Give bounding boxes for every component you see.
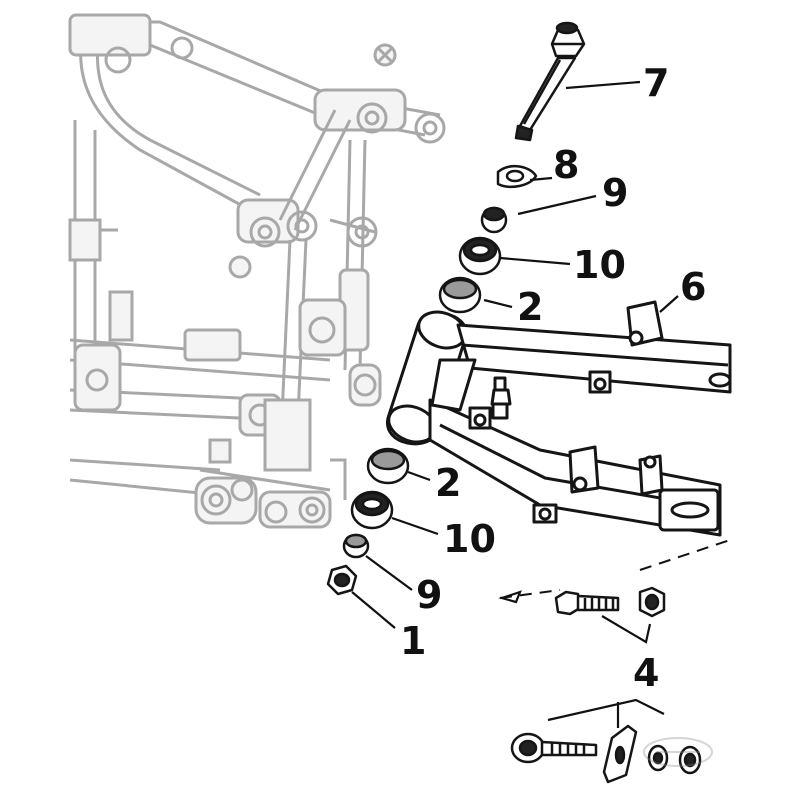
zodiac-logo-watermark-icon: [643, 737, 713, 767]
spacer-bushing-top: [480, 206, 508, 234]
mounting-hardware-set: [510, 586, 702, 784]
callout-7: 7: [643, 61, 669, 105]
callout-1: 1: [400, 619, 426, 663]
leader-8: [529, 176, 553, 182]
bearing-bottom: [350, 490, 394, 530]
leader-9-bottom: [365, 555, 413, 591]
leader-7: [565, 80, 641, 90]
pivot-nut: [326, 564, 358, 596]
leader-9-top: [517, 194, 597, 216]
leader-4-top: [601, 615, 652, 644]
pivot-shaft-bolt: [514, 21, 586, 142]
leader-1: [351, 591, 396, 629]
callout-8: 8: [553, 143, 579, 187]
leader-2-top: [483, 298, 513, 309]
bearing-cup-bottom: [366, 447, 410, 485]
motorcycle-frame-outline: [68, 13, 446, 529]
bearing-cup-top: [438, 276, 482, 314]
bearing-top: [458, 236, 502, 276]
leader-10-top: [499, 256, 571, 266]
leader-4-bottom: [547, 698, 665, 722]
callout-6: 6: [680, 265, 706, 309]
spacer-bushing-bottom: [342, 533, 370, 559]
callout-4: 4: [633, 651, 659, 695]
callout-9-bottom: 9: [416, 573, 442, 617]
leader-lines: [351, 80, 731, 728]
callout-2-bottom: 2: [435, 461, 461, 505]
callout-9-top: 9: [602, 171, 628, 215]
callout-2-top: 2: [517, 285, 543, 329]
swingarm: [386, 300, 732, 537]
leader-10-bottom: [391, 516, 439, 536]
leader-6: [659, 295, 679, 313]
dashed-arrow-head: [498, 590, 522, 604]
callout-10-top: 10: [573, 243, 626, 287]
leader-2-bottom: [407, 470, 431, 482]
lock-plate: [496, 164, 538, 188]
callout-labels: 7 8 9 10 2 6 2 10 9 1 4: [400, 61, 706, 695]
dashed-assembly-line: [499, 539, 731, 599]
callout-10-bottom: 10: [443, 517, 496, 561]
